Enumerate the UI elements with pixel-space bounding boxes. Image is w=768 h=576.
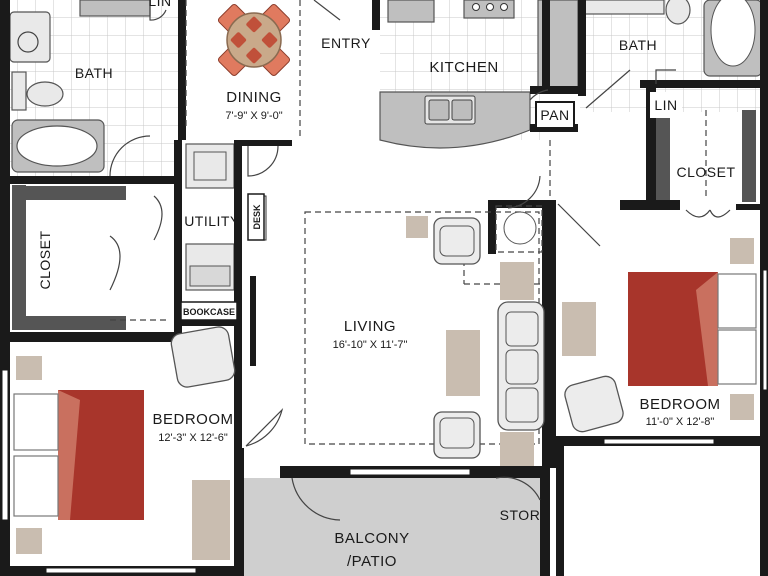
label-dining: DINING bbox=[226, 89, 282, 106]
label-balcony-2: /PATIO bbox=[347, 553, 397, 570]
label-living-dim: 16'-10" X 11'-7" bbox=[333, 339, 408, 351]
label-bedroom-right: BEDROOM bbox=[639, 396, 720, 413]
right-bath-fixtures bbox=[583, 0, 763, 77]
armchair-icon-2 bbox=[433, 411, 481, 459]
label-kitchen: KITCHEN bbox=[429, 59, 498, 76]
label-bedroom-left: BEDROOM bbox=[152, 411, 233, 428]
sofa-icon bbox=[497, 301, 545, 431]
label-bedroom-left-dim: 12'-3" X 12'-6" bbox=[158, 432, 228, 444]
bedroom-right-furniture bbox=[562, 238, 757, 433]
washer-dryer bbox=[185, 143, 235, 291]
bedroom-chair-icon bbox=[170, 326, 236, 388]
armchair-icon bbox=[433, 217, 481, 265]
label-utility: UTILITY bbox=[184, 213, 240, 229]
room-labels: LIN BATH DINING 7'-9" X 9'-0" ENTRY KITC… bbox=[37, 0, 735, 570]
label-bookcase: BOOKCASE bbox=[183, 307, 235, 317]
bedroom-left-furniture bbox=[13, 326, 236, 560]
dining-table-icon bbox=[217, 3, 291, 77]
label-dining-dim: 7'-9" X 9'-0" bbox=[225, 110, 282, 122]
label-lin-right: LIN bbox=[654, 97, 677, 113]
balcony-floor bbox=[238, 478, 548, 576]
label-balcony-1: BALCONY bbox=[334, 530, 409, 547]
label-living: LIVING bbox=[344, 318, 396, 335]
label-bath-right: BATH bbox=[619, 37, 657, 53]
label-bath-left: BATH bbox=[75, 65, 113, 81]
label-pan: PAN bbox=[540, 107, 569, 123]
label-lin-top: LIN bbox=[148, 0, 171, 9]
door-swings bbox=[109, 0, 731, 521]
label-closet-right: CLOSET bbox=[676, 164, 735, 180]
windows bbox=[1, 269, 768, 574]
bedroom-right-chair-icon bbox=[564, 375, 624, 433]
label-stor: STOR bbox=[500, 507, 541, 523]
label-bedroom-right-dim: 11'-0" X 12'-8" bbox=[646, 416, 715, 428]
label-closet-left: CLOSET bbox=[37, 230, 53, 289]
sink-icon bbox=[665, 0, 691, 25]
label-entry: ENTRY bbox=[321, 35, 371, 51]
toilet-icon bbox=[26, 81, 64, 107]
label-desk: DESK bbox=[252, 204, 262, 230]
closet-shelves bbox=[12, 110, 756, 330]
